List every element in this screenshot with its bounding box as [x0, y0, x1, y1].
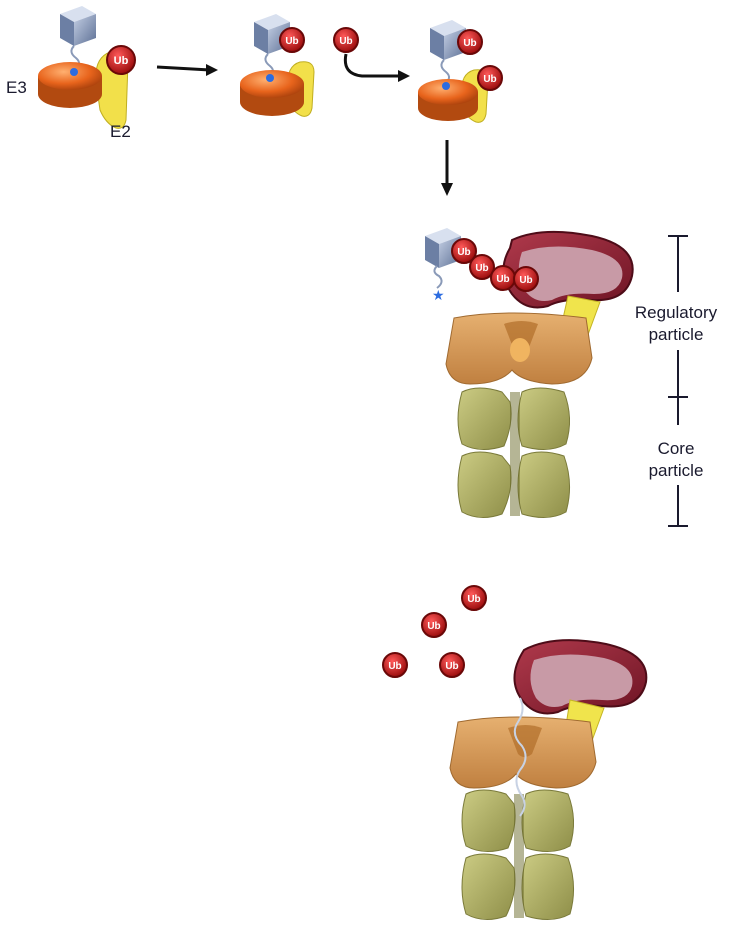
ubiquitin-icon: Ub — [422, 613, 446, 637]
ubiquitin-icon: Ub — [440, 653, 464, 677]
svg-text:Ub: Ub — [483, 74, 496, 85]
e3-ligase-icon — [38, 62, 102, 108]
core-particle — [458, 388, 570, 518]
svg-text:Ub: Ub — [427, 621, 440, 632]
svg-text:Ub: Ub — [467, 594, 480, 605]
svg-text:Ub: Ub — [445, 661, 458, 672]
complex-step-1: Ub E3 E2 — [6, 6, 135, 141]
arrow-icon — [157, 64, 218, 76]
ubiquitin-icon: Ub — [107, 46, 135, 74]
complex-step-2: Ub — [240, 14, 314, 116]
regulatory-base — [450, 717, 596, 788]
e3-ligase-icon — [240, 70, 304, 116]
ubiquitin-icon: Ub — [514, 267, 538, 291]
ubiquitin-icon: Ub — [280, 28, 304, 52]
linker — [434, 266, 441, 288]
substrate-cube-icon — [60, 6, 96, 46]
svg-text:Ub: Ub — [463, 38, 476, 49]
regulatory-base — [446, 313, 592, 384]
ubiquitin-icon: Ub — [478, 66, 502, 90]
arrow-icon — [345, 54, 410, 82]
e2-label: E2 — [110, 122, 131, 141]
complex-step-3: Ub Ub — [418, 20, 502, 122]
svg-text:Ub: Ub — [457, 247, 470, 258]
regulatory-particle-label-line2: particle — [649, 325, 704, 344]
core-particle — [462, 790, 574, 920]
svg-text:Ub: Ub — [114, 55, 129, 67]
ubiquitin-icon: Ub — [334, 28, 358, 52]
proteasome-icon — [450, 640, 646, 919]
svg-text:Ub: Ub — [475, 263, 488, 274]
e3-ligase-icon — [418, 79, 478, 121]
core-particle-label-line2: particle — [649, 461, 704, 480]
ubiquitin-icon: Ub — [458, 30, 482, 54]
star-icon: ★ — [432, 288, 445, 304]
ubiquitin-icon: Ub — [491, 266, 515, 290]
proteasome-icon: ★ Ub Ub Ub Ub — [425, 228, 633, 518]
svg-text:Ub: Ub — [388, 661, 401, 672]
core-particle-label-line1: Core — [658, 439, 695, 458]
regulatory-particle-label-line1: Regulatory — [635, 303, 718, 322]
e3-label: E3 — [6, 78, 27, 97]
particle-bracket — [668, 236, 688, 526]
svg-text:Ub: Ub — [285, 36, 298, 47]
ubiquitin-icon: Ub — [383, 653, 407, 677]
svg-text:Ub: Ub — [519, 275, 532, 286]
released-ubiquitins: Ub Ub Ub Ub — [383, 586, 486, 677]
ubiquitin-icon: Ub — [462, 586, 486, 610]
svg-text:Ub: Ub — [496, 274, 509, 285]
arrow-icon — [441, 140, 453, 196]
svg-text:Ub: Ub — [339, 36, 352, 47]
